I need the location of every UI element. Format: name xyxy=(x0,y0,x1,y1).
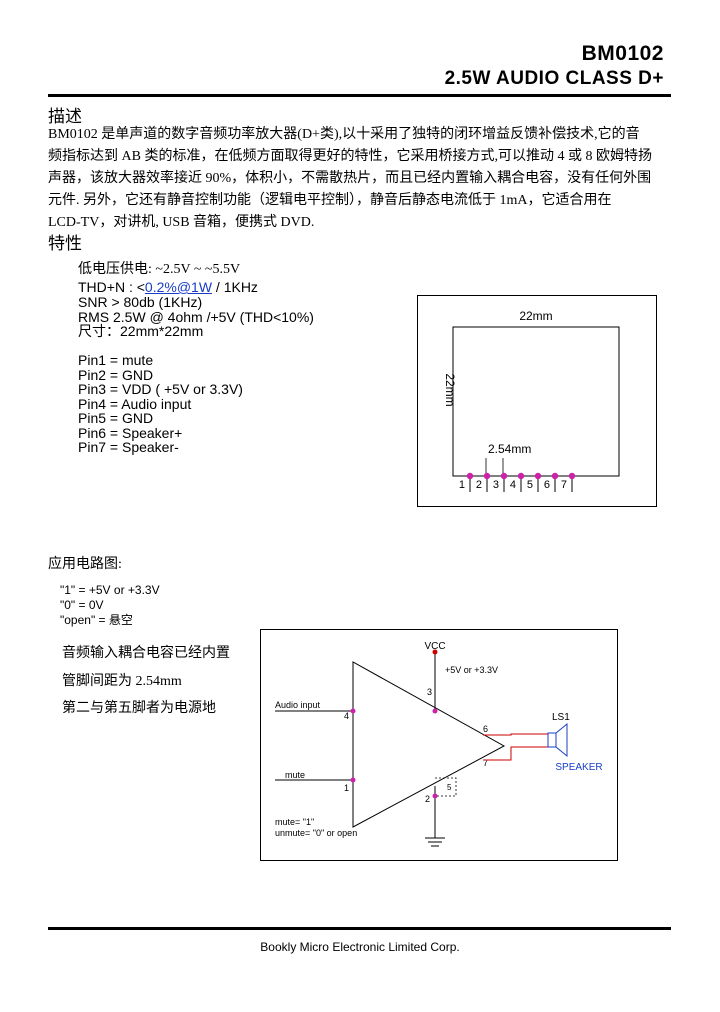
circuit-schematic: VCC +5V or +3.3V 3 Audio input 4 mute 1 … xyxy=(275,641,603,847)
audio-input-label: Audio input xyxy=(275,700,321,710)
pitch-label: 2.54mm xyxy=(488,442,531,456)
speaker-icon xyxy=(547,722,568,758)
part-number: BM0102 xyxy=(581,42,664,65)
feature-size: 尺寸：22mm*22mm xyxy=(78,323,204,339)
logic-level: "1" = +5V or +3.3V xyxy=(60,583,160,597)
pin-item: Pin5 = GND xyxy=(78,410,154,426)
pin-number: 5 xyxy=(527,479,533,491)
pin-item: Pin1 = mute xyxy=(78,352,154,368)
pin6-label: 6 xyxy=(483,724,488,734)
footer-rule xyxy=(48,927,671,930)
product-subtitle: 2.5W AUDIO CLASS D+ xyxy=(444,68,664,89)
description-line: BM0102 是单声道的数字音频功率放大器(D+类),以十采用了独特的闭环增益反… xyxy=(48,127,640,142)
app-note: 音频输入耦合电容已经内置 xyxy=(62,646,230,661)
feature-thd: THD+N : <0.2%@1W / 1KHz xyxy=(78,280,258,295)
feature-rms: RMS 2.5W @ 4ohm /+5V (THD<10%) xyxy=(78,309,314,325)
pin-item: Pin2 = GND xyxy=(78,366,154,383)
feature-thd-suffix: / 1KHz xyxy=(212,279,258,295)
pin-number: 1 xyxy=(459,479,465,491)
package-width-label: 22mm xyxy=(519,309,552,323)
speaker-label: SPEAKER xyxy=(555,762,602,773)
pin1-label: 1 xyxy=(344,783,349,793)
mute-label: mute xyxy=(285,770,305,780)
pin-number: 3 xyxy=(493,479,499,491)
feature-supply: 低电压供电: ~2.5V ~ ~5.5V xyxy=(78,262,241,277)
pin-dot xyxy=(551,472,559,480)
description-line: 元件. 另外，它还有静音控制功能（逻辑电平控制），静音后静态电流低于 1mA，它… xyxy=(48,193,612,208)
pin-item: Pin4 = Audio input xyxy=(78,395,192,412)
logic-levels: "1" = +5V or +3.3V "0" = 0V "open" = 悬空 xyxy=(60,583,160,628)
pin1-node xyxy=(350,777,356,783)
pin-number: 6 xyxy=(544,479,550,491)
feature-snr: SNR > 80db (1KHz) xyxy=(78,294,203,310)
pin5-label: 5 xyxy=(447,783,452,792)
vcc-label: VCC xyxy=(424,641,445,652)
pin-dot xyxy=(500,472,508,480)
application-title: 应用电路图: xyxy=(48,557,122,572)
pin-number: 4 xyxy=(510,479,516,491)
mute-note: mute= "1" xyxy=(275,817,314,827)
speaker-plus-wire xyxy=(483,733,548,736)
pin5-link xyxy=(435,777,457,797)
pin-dot xyxy=(466,472,474,480)
thd-link[interactable]: 0.2%@1W xyxy=(144,279,213,295)
pin-dot xyxy=(483,472,491,480)
description-paragraph: BM0102 是单声道的数字音频功率放大器(D+类),以十采用了独特的闭环增益反… xyxy=(48,124,678,234)
description-line: 声器，该放大器效率接近 90%，体积小，不需散热片，而且已经内置输入耦合电容，没… xyxy=(48,171,652,186)
package-height-label: 22mm xyxy=(443,373,457,406)
pin4-label: 4 xyxy=(344,711,349,721)
pin7-label: 7 xyxy=(483,758,488,768)
pin2-label: 2 xyxy=(425,794,430,804)
module-outline xyxy=(452,326,620,477)
logic-level: "0" = 0V xyxy=(60,598,104,612)
supply-note: +5V or +3.3V xyxy=(445,665,498,675)
features-title: 特性 xyxy=(48,234,82,253)
description-line: LCD-TV，对讲机, USB 音箱，便携式 DVD. xyxy=(48,215,315,230)
logic-level: "open" = 悬空 xyxy=(60,613,133,627)
app-note: 第二与第五脚者为电源地 xyxy=(62,701,216,716)
pin-dot xyxy=(517,472,525,480)
pin-item: Pin6 = Speaker+ xyxy=(78,424,183,441)
vcc-node xyxy=(432,649,438,655)
description-line: 频指标达到 AB 类的标准，在低频方面取得更好的特性，它采用桥接方式,可以推动 … xyxy=(48,149,652,164)
pin-dot xyxy=(568,472,576,480)
pin-number: 2 xyxy=(476,479,482,491)
pin-number: 7 xyxy=(561,479,567,491)
pin3-node xyxy=(432,708,438,714)
pin2-node xyxy=(432,793,438,799)
pin-item: Pin3 = VDD ( +5V or 3.3V) xyxy=(78,381,243,397)
description-title: 描述 xyxy=(48,107,82,126)
unmute-note: unmute= "0" or open xyxy=(275,828,357,838)
speaker-minus-wire xyxy=(483,746,548,761)
pin4-node xyxy=(350,708,356,714)
speaker-ref: LS1 xyxy=(552,712,570,723)
pin-dot xyxy=(534,472,542,480)
app-note: 管脚间距为 2.54mm xyxy=(62,674,182,689)
pin-item: Pin7 = Speaker- xyxy=(78,439,179,455)
feature-thd-prefix: THD+N : < xyxy=(78,279,145,295)
pin-list: Pin1 = mute Pin2 = GND Pin3 = VDD ( +5V … xyxy=(78,353,243,455)
footer-company: Bookly Micro Electronic Limited Corp. xyxy=(260,940,460,954)
pin3-label: 3 xyxy=(427,687,432,697)
amplifier-symbol xyxy=(352,661,506,828)
header-rule xyxy=(48,94,671,97)
application-circuit: VCC +5V or +3.3V 3 Audio input 4 mute 1 … xyxy=(260,629,618,861)
